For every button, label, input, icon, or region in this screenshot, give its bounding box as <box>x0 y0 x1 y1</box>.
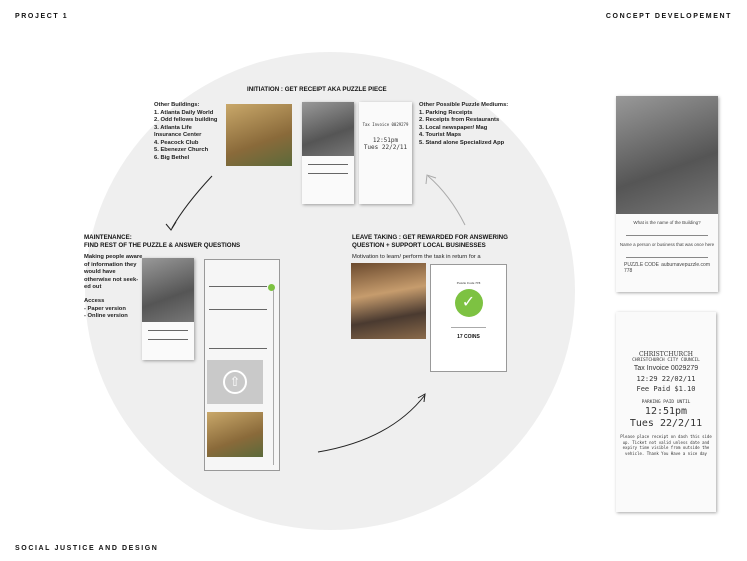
puzzle-card: What is the name of the Building? Name a… <box>616 96 718 292</box>
list-item: - Paper version <box>84 305 126 312</box>
receipt-time: 12:51pm <box>372 137 399 144</box>
arrow-initiation-maintenance <box>171 175 213 229</box>
list-item: 5. Stand alone Specialized App <box>419 139 505 146</box>
reward-screen: Puzzle Code 778 ✓ 17 COINS <box>430 264 507 372</box>
puzzle-code: Puzzle Code 778 <box>456 281 481 285</box>
receipt-note: Please place receipt on dash this side u… <box>620 434 712 456</box>
paper-version-card <box>142 258 194 360</box>
course-label: SOCIAL JUSTICE AND DESIGN <box>15 545 159 552</box>
title-line: MAINTENANCE: <box>84 234 132 241</box>
section-label: CONCEPT DEVELOPEMENT <box>605 13 732 20</box>
list-title: Access <box>84 298 105 304</box>
list-item: 2. Odd fellows building <box>154 117 218 123</box>
puzzle-mediums-list: Other Possible Puzzle Mediums: 1. Parkin… <box>419 102 529 147</box>
list-title: Other Possible Puzzle Mediums: <box>419 102 509 108</box>
list-item: 5. Ebenezer Church <box>154 147 209 153</box>
receipt-invoice: Tax Invoice 0029279 <box>362 122 409 127</box>
list-item: 1. Parking Receipts <box>419 109 473 116</box>
upload-button[interactable]: ⇧ <box>207 360 263 404</box>
list-item: - Online version <box>84 313 128 319</box>
online-version-mockup: ⇧ <box>204 259 280 471</box>
arrow-maintenance-leave <box>317 394 426 453</box>
other-buildings-list: Other Buildings: 1. Atlanta Daily World … <box>154 102 217 162</box>
check-icon <box>268 284 275 291</box>
receipt-time: 12:51pm <box>644 406 688 417</box>
list-item: 4. Tourist Maps <box>419 132 462 138</box>
puzzle-card-thumbnail <box>302 102 354 204</box>
leave-taking-title: LEAVE TAKING : GET REWARDED FOR ANSWERIN… <box>352 234 508 249</box>
receipt-invoice: Tax Invoice 0029279 <box>633 365 699 372</box>
building-photo <box>226 104 292 166</box>
arrow-leave-initiation <box>427 175 466 226</box>
receipt-until: PARKING PAID UNTIL <box>641 400 691 405</box>
leave-taking-text: Motivation to learn/ perform the task in… <box>352 254 481 260</box>
website: auburnavepuzzle.com <box>661 262 710 268</box>
question-2: Name a person or business that was once … <box>619 242 715 247</box>
project-label: PROJECT 1 <box>15 13 69 20</box>
list-item: 1. Atlanta Daily World <box>154 109 214 116</box>
local-business-photo <box>351 263 426 339</box>
reward-coins: 17 COINS <box>457 334 480 340</box>
list-item: 6. Big Bethel <box>154 154 190 161</box>
receipt-datetime: 12:29 22/02/11 <box>636 375 696 383</box>
parking-receipt: CHRISTCHURCH CHRISTCHURCH CITY COUNCIL T… <box>616 312 716 512</box>
receipt-date: Tues 22/2/11 <box>363 144 408 151</box>
access-list: Access - Paper version - Online version <box>84 298 128 321</box>
receipt-thumbnail: Tax Invoice 0029279 12:51pm Tues 22/2/11 <box>359 102 412 204</box>
list-item: 3. Atlanta Life <box>154 124 192 131</box>
building-photo <box>207 412 263 457</box>
initiation-title: INITIATION : GET RECEIPT AKA PUZZLE PIEC… <box>247 86 387 93</box>
receipt-council: CHRISTCHURCH CITY COUNCIL <box>632 358 700 363</box>
list-title: Other Buildings: <box>154 102 200 108</box>
receipt-fee: Fee Paid $1.10 <box>636 385 696 393</box>
title-line: FIND REST OF THE PUZZLE & ANSWER QUESTIO… <box>84 241 241 249</box>
receipt-brand: CHRISTCHURCH <box>638 351 694 358</box>
puzzle-code: PUZZLE CODE 778 <box>624 262 660 274</box>
maintenance-text: Making people aware of information they … <box>84 254 143 290</box>
list-item: Insurance Center <box>154 132 202 138</box>
question-1: What is the name of the Building? <box>633 220 701 225</box>
receipt-date: Tues 22/2/11 <box>629 418 703 429</box>
upload-arrow-icon: ⇧ <box>223 370 247 394</box>
list-item: 3. Local newspaper/ Mag <box>419 124 488 131</box>
list-item: 2. Receipts from Restaurants <box>419 117 500 123</box>
maintenance-title: MAINTENANCE: FIND REST OF THE PUZZLE & A… <box>84 234 240 249</box>
list-item: 4. Peacock Club <box>154 139 199 146</box>
check-icon: ✓ <box>454 289 483 317</box>
